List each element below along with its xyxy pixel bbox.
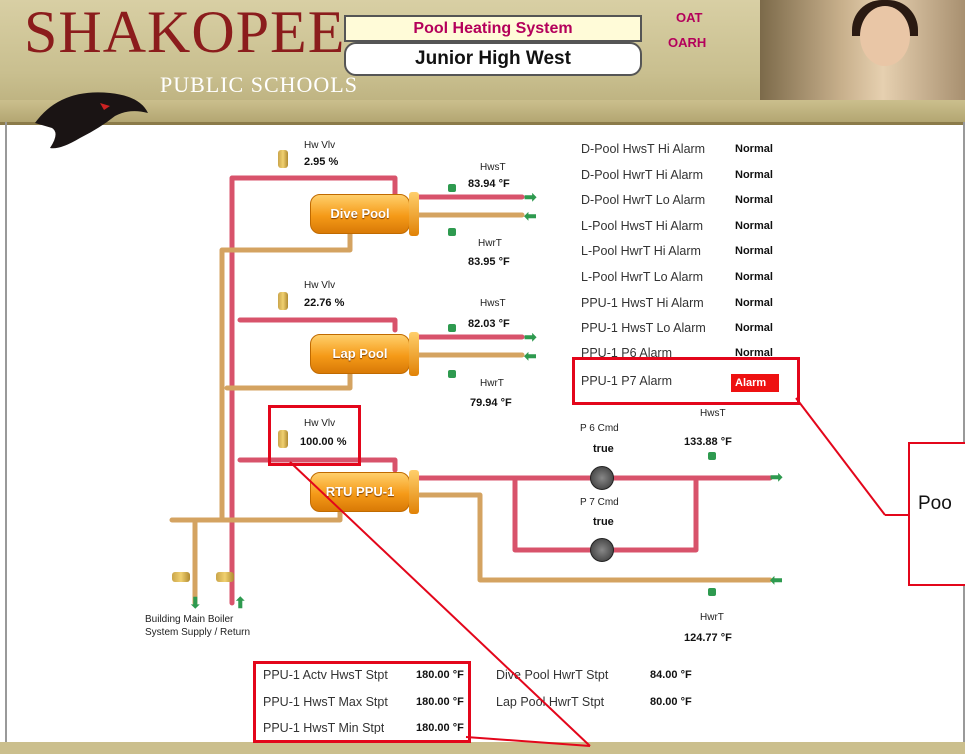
hw-valve-ppu-icon[interactable] [278, 430, 288, 448]
brand-logo-text: SHAKOPEE [24, 0, 346, 65]
pump-p7-icon[interactable] [590, 538, 614, 562]
boiler-supply-valve-icon[interactable] [172, 572, 190, 582]
arrow-right-icon: ➡ [524, 189, 537, 206]
pump-label-p7: P 7 Cmd [580, 497, 619, 508]
pump-p6-icon[interactable] [590, 466, 614, 490]
sensor-icon [448, 370, 456, 378]
arrow-right-icon: ➡ [524, 329, 537, 346]
setpoint-label: Dive Pool HwrT Stpt [496, 668, 609, 682]
alarm-label: L-Pool HwsT Hi Alarm [581, 219, 704, 233]
alarm-status: Normal [735, 245, 773, 257]
header-stripe [0, 100, 965, 122]
alarm-label: D-Pool HwrT Lo Alarm [581, 193, 706, 207]
panther-logo-icon [35, 92, 148, 149]
alarm-status: Normal [735, 194, 773, 206]
sensor-icon [708, 452, 716, 460]
alarm-status: Normal [735, 169, 773, 181]
alarm-status: Normal [735, 322, 773, 334]
alarm-label-p7: PPU-1 P7 Alarm [581, 374, 673, 388]
alarm-label: D-Pool HwrT Hi Alarm [581, 168, 704, 182]
temp-label-ppu-hwst: HwsT [700, 408, 726, 419]
sensor-icon [448, 228, 456, 236]
arrow-down-icon: ⬇ [189, 595, 202, 612]
pump-label-p6: P 6 Cmd [580, 423, 619, 434]
alarm-label: L-Pool HwrT Hi Alarm [581, 244, 701, 258]
boiler-return-valve-icon[interactable] [216, 572, 234, 582]
header-photo-face [860, 6, 910, 66]
hw-valve-dive-icon[interactable] [278, 150, 288, 168]
setpoint-label: Lap Pool HwrT Stpt [496, 695, 605, 709]
arrow-up-icon: ⬆ [234, 595, 247, 612]
sensor-icon [448, 324, 456, 332]
temp-label-dive-hwst: HwsT [480, 162, 506, 173]
valve-label-ppu: Hw Vlv [304, 418, 336, 429]
valve-value-dive: 2.95 % [304, 156, 339, 168]
valve-label-lap: Hw Vlv [304, 280, 336, 291]
alarm-status: Normal [735, 297, 773, 309]
alarm-label: PPU-1 HwsT Hi Alarm [581, 296, 704, 310]
alarm-status: Normal [735, 143, 773, 155]
temp-value-lap-hwst: 82.03 °F [468, 318, 510, 330]
alarm-label: PPU-1 HwsT Lo Alarm [581, 321, 706, 335]
alarm-status: Normal [735, 347, 773, 357]
tank-rtu-ppu-1[interactable]: RTU PPU-1 [310, 470, 419, 514]
temp-value-dive-hwst: 83.94 °F [468, 178, 510, 190]
highlight-ppu-valve [268, 405, 361, 466]
page-title: Pool Heating System [344, 15, 642, 42]
pump-value-p7: true [593, 516, 614, 528]
alarm-status: Normal [735, 271, 773, 283]
arrow-left-icon: ⬅ [524, 348, 537, 365]
alarm-status-badge: Alarm [731, 374, 779, 392]
footer-bar [0, 742, 965, 754]
temp-value-ppu-hwst: 133.88 °F [684, 436, 732, 448]
building-name[interactable]: Junior High West [344, 42, 642, 76]
arrow-left-icon: ⬅ [524, 208, 537, 225]
callout-box: Poo [908, 442, 965, 586]
valve-value-lap: 22.76 % [304, 297, 345, 309]
temp-value-ppu-hwrt: 124.77 °F [684, 632, 732, 644]
boiler-label-2: System Supply / Return [145, 627, 251, 638]
highlight-p7-alarm [572, 357, 800, 405]
temp-label-lap-hwst: HwsT [480, 298, 506, 309]
tank-dive-pool[interactable]: Dive Pool [310, 192, 419, 236]
setpoint-value[interactable]: 84.00 °F [650, 669, 692, 681]
alarm-label: PPU-1 P6 Alarm [581, 346, 673, 357]
tank-lap-pool[interactable]: Lap Pool [310, 332, 419, 376]
oat-label: OAT [676, 10, 703, 25]
valve-label-dive: Hw Vlv [304, 140, 336, 151]
setpoint-value[interactable]: 80.00 °F [650, 696, 692, 708]
temp-label-dive-hwrt: HwrT [478, 238, 502, 249]
oarh-label: OARH [668, 35, 707, 50]
alarm-label: D-Pool HwsT Hi Alarm [581, 142, 706, 156]
boiler-label-1: Building Main Boiler [145, 614, 234, 625]
arrow-right-icon: ➡ [770, 469, 783, 486]
arrow-left-icon: ⬅ [770, 572, 783, 589]
brand-subtitle: PUBLIC SCHOOLS [160, 72, 358, 97]
alarm-status: Normal [735, 220, 773, 232]
temp-value-dive-hwrt: 83.95 °F [468, 256, 510, 268]
temp-label-ppu-hwrt: HwrT [700, 612, 724, 623]
sensor-icon [448, 184, 456, 192]
pump-value-p6: true [593, 443, 614, 455]
highlight-ppu-setpoints [253, 661, 471, 743]
temp-label-lap-hwrt: HwrT [480, 378, 504, 389]
valve-value-ppu: 100.00 % [300, 436, 347, 448]
temp-value-lap-hwrt: 79.94 °F [470, 397, 512, 409]
hw-valve-lap-icon[interactable] [278, 292, 288, 310]
sensor-icon [708, 588, 716, 596]
alarm-label: L-Pool HwrT Lo Alarm [581, 270, 704, 284]
graphic-frame [5, 122, 965, 742]
